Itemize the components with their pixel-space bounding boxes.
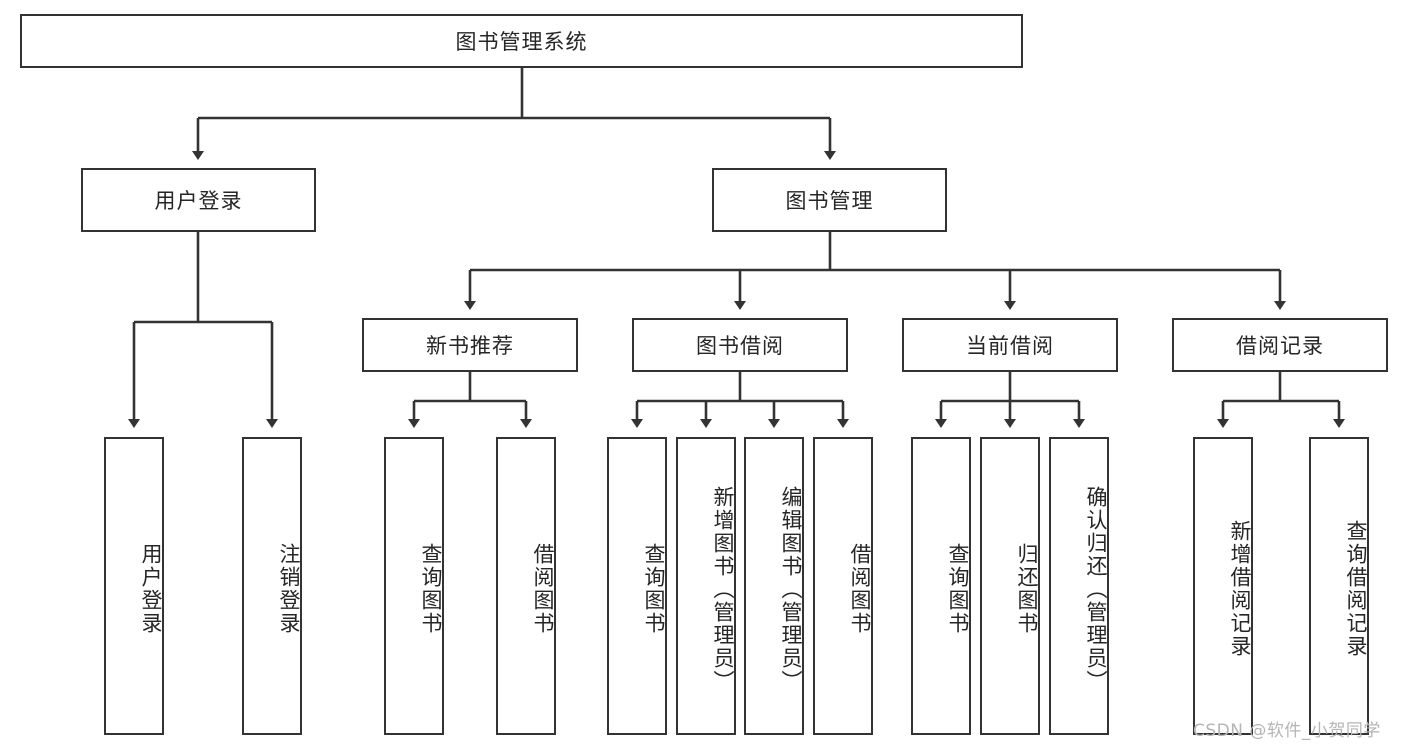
node-book-management[interactable]: 图书管理 (712, 168, 947, 232)
node-borrow-record-label: 借阅记录 (1236, 334, 1324, 358)
node-borrow-record[interactable]: 借阅记录 (1172, 318, 1388, 372)
leaf-return-book[interactable]: 归还图书 (980, 437, 1040, 735)
node-book-borrow[interactable]: 图书借阅 (632, 318, 848, 372)
leaf-query-record[interactable]: 查询借阅记录 (1309, 437, 1369, 735)
node-new-book-recommend[interactable]: 新书推荐 (362, 318, 578, 372)
leaf-return-book-label: 归还图书 (1015, 543, 1039, 635)
node-user-login[interactable]: 用户登录 (81, 168, 316, 232)
node-book-management-label: 图书管理 (785, 189, 874, 213)
node-user-login-label: 用户登录 (154, 189, 243, 213)
leaf-edit-book-label: 编辑图书（管理员） (779, 485, 803, 693)
leaf-query-book-3[interactable]: 查询图书 (911, 437, 971, 735)
leaf-user-login-label: 用户登录 (139, 543, 163, 635)
leaf-query-book-1-label: 查询图书 (419, 543, 443, 635)
leaf-logout-login[interactable]: 注销登录 (242, 437, 302, 735)
node-new-book-recommend-label: 新书推荐 (426, 334, 514, 358)
leaf-confirm-return-label: 确认归还（管理员） (1084, 485, 1108, 693)
leaf-query-record-label: 查询借阅记录 (1344, 520, 1368, 658)
node-book-borrow-label: 图书借阅 (696, 334, 784, 358)
leaf-borrow-book-1[interactable]: 借阅图书 (496, 437, 556, 735)
node-root-label: 图书管理系统 (455, 30, 588, 54)
leaf-query-book-2[interactable]: 查询图书 (607, 437, 667, 735)
node-current-borrow-label: 当前借阅 (966, 334, 1054, 358)
leaf-borrow-book-1-label: 借阅图书 (531, 543, 555, 635)
leaf-query-book-2-label: 查询图书 (642, 543, 666, 635)
leaf-borrow-book-2[interactable]: 借阅图书 (813, 437, 873, 735)
csdn-watermark: CSDN @软件_小贺同学 (1193, 721, 1381, 741)
node-current-borrow[interactable]: 当前借阅 (902, 318, 1118, 372)
leaf-logout-login-label: 注销登录 (277, 543, 301, 635)
leaf-user-login[interactable]: 用户登录 (104, 437, 164, 735)
leaf-confirm-return[interactable]: 确认归还（管理员） (1049, 437, 1109, 735)
leaf-add-book-label: 新增图书（管理员） (711, 485, 735, 693)
leaf-add-record[interactable]: 新增借阅记录 (1193, 437, 1253, 735)
leaf-add-book[interactable]: 新增图书（管理员） (676, 437, 736, 735)
node-root[interactable]: 图书管理系统 (20, 14, 1023, 68)
leaf-query-book-1[interactable]: 查询图书 (384, 437, 444, 735)
leaf-query-book-3-label: 查询图书 (946, 543, 970, 635)
leaf-add-record-label: 新增借阅记录 (1228, 520, 1252, 658)
leaf-borrow-book-2-label: 借阅图书 (848, 543, 872, 635)
leaf-edit-book[interactable]: 编辑图书（管理员） (744, 437, 804, 735)
